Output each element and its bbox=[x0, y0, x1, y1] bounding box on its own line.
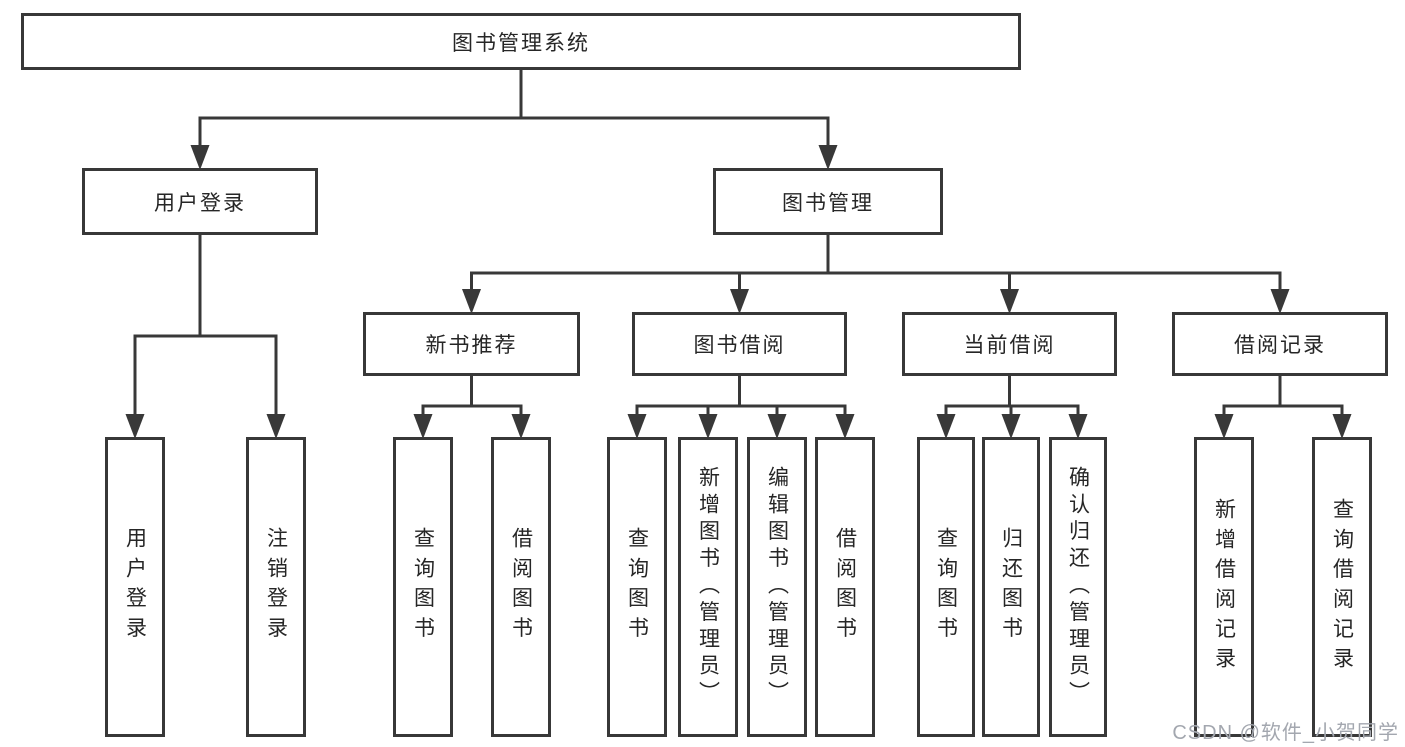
arrowhead-down-icon bbox=[936, 414, 956, 439]
node-label: 图书管理系统 bbox=[452, 31, 590, 55]
node-label: 当前借阅 bbox=[963, 334, 1056, 357]
node-borrow-record: 借阅记录 bbox=[1172, 312, 1388, 376]
arrowhead-down-icon bbox=[511, 414, 531, 439]
arrowhead-down-icon bbox=[266, 414, 286, 439]
arrowhead-down-icon bbox=[1214, 414, 1234, 439]
arrowhead-down-icon bbox=[698, 414, 718, 439]
arrowhead-down-icon bbox=[1270, 289, 1290, 314]
node-label: 图书管理 bbox=[782, 191, 874, 215]
arrowhead-down-icon bbox=[818, 145, 838, 170]
node-cb-confirm: 确认归还（管理员） bbox=[1049, 437, 1107, 737]
node-bb-query: 查询图书 bbox=[607, 437, 667, 737]
csdn-watermark: CSDN @软件_小贺同学 bbox=[1172, 722, 1399, 744]
arrowhead-down-icon bbox=[1332, 414, 1352, 439]
arrowhead-down-icon bbox=[190, 145, 210, 170]
node-nb-query: 查询图书 bbox=[393, 437, 453, 737]
node-bb-edit: 编辑图书（管理员） bbox=[747, 437, 807, 737]
arrowhead-down-icon bbox=[835, 414, 855, 439]
node-label: 新增图书（管理员） bbox=[696, 466, 720, 708]
node-label: 注销登录 bbox=[264, 527, 288, 647]
node-user-login: 用户登录 bbox=[82, 168, 318, 235]
arrowhead-down-icon bbox=[462, 289, 481, 314]
node-bb-add: 新增图书（管理员） bbox=[678, 437, 738, 737]
node-br-add: 新增借阅记录 bbox=[1194, 437, 1254, 737]
node-logout: 注销登录 bbox=[246, 437, 306, 737]
node-bb-borrow: 借阅图书 bbox=[815, 437, 875, 737]
arrowhead-down-icon bbox=[125, 414, 145, 439]
node-label: 查询借阅记录 bbox=[1330, 497, 1354, 677]
node-label: 借阅图书 bbox=[509, 527, 533, 647]
node-label: 借阅记录 bbox=[1234, 334, 1326, 357]
node-root: 图书管理系统 bbox=[21, 13, 1021, 70]
node-label: 编辑图书（管理员） bbox=[765, 466, 789, 708]
node-label: 查询图书 bbox=[625, 527, 649, 647]
node-label: 查询图书 bbox=[934, 527, 958, 647]
node-new-book: 新书推荐 bbox=[363, 312, 580, 376]
arrowhead-down-icon bbox=[627, 414, 647, 439]
node-label: 图书借阅 bbox=[693, 334, 786, 357]
node-cb-return: 归还图书 bbox=[982, 437, 1040, 737]
node-label: 新书推荐 bbox=[425, 334, 518, 357]
arrowhead-down-icon bbox=[1000, 289, 1019, 314]
arrowhead-down-icon bbox=[1001, 414, 1021, 439]
node-label: 新增借阅记录 bbox=[1212, 497, 1236, 677]
node-cb-query: 查询图书 bbox=[917, 437, 975, 737]
node-book-borrow: 图书借阅 bbox=[632, 312, 847, 376]
node-label: 确认归还（管理员） bbox=[1066, 466, 1090, 708]
arrowhead-down-icon bbox=[413, 414, 433, 439]
node-current-borrow: 当前借阅 bbox=[902, 312, 1117, 376]
arrowhead-down-icon bbox=[730, 289, 749, 314]
node-label: 归还图书 bbox=[999, 527, 1023, 647]
node-label: 用户登录 bbox=[123, 527, 147, 647]
arrowhead-down-icon bbox=[1068, 414, 1088, 439]
node-br-query: 查询借阅记录 bbox=[1312, 437, 1372, 737]
node-book-mgmt: 图书管理 bbox=[713, 168, 943, 235]
node-label: 查询图书 bbox=[411, 527, 435, 647]
arrowhead-down-icon bbox=[767, 414, 787, 439]
node-login: 用户登录 bbox=[105, 437, 165, 737]
node-label: 用户登录 bbox=[154, 191, 246, 215]
node-label: 借阅图书 bbox=[833, 527, 857, 647]
node-nb-borrow: 借阅图书 bbox=[491, 437, 551, 737]
